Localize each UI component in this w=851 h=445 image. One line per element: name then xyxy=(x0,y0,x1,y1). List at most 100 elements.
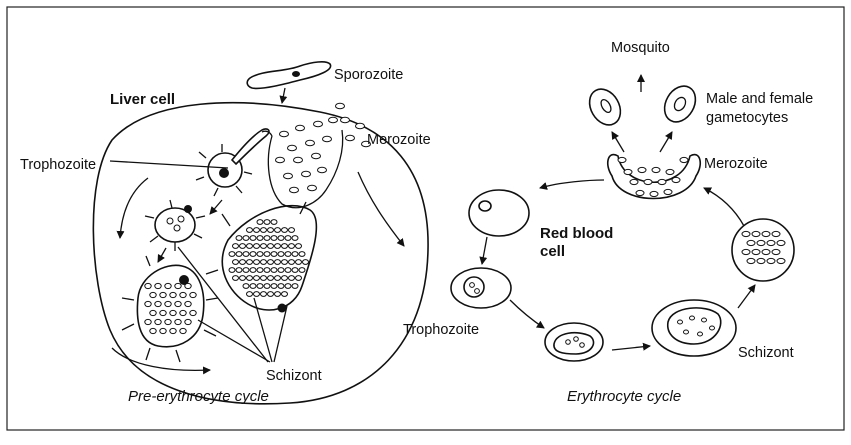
merozoite-dot xyxy=(150,310,156,315)
merozoite-dot xyxy=(282,228,288,233)
merozoite-dot xyxy=(275,228,281,233)
merozoite-dot xyxy=(257,220,263,225)
merozoite-dot xyxy=(229,252,235,257)
label-liver-cell: Liver cell xyxy=(110,91,175,108)
merozoite-dot xyxy=(346,135,355,141)
merozoite-dot xyxy=(278,252,284,257)
merozoite-dot xyxy=(160,310,166,315)
merozoite-dot xyxy=(271,220,277,225)
merozoite-dot xyxy=(264,236,270,241)
label-merozoite-blood: Merozoite xyxy=(704,156,768,172)
label-schizont-blood: Schizont xyxy=(738,345,794,361)
merozoite-dot xyxy=(742,231,750,236)
merozoite-dot xyxy=(276,157,285,163)
arrow-to-female-gametocyte xyxy=(660,132,672,152)
merozoite-dot xyxy=(257,252,263,257)
merozoite-dot xyxy=(240,276,246,281)
gametocyte-female xyxy=(658,81,701,128)
merozoite-dot xyxy=(257,236,263,241)
merozoite-dot xyxy=(618,157,626,162)
arrow-merozoite-to-rbc xyxy=(540,180,604,188)
rbc-mature-schizont xyxy=(732,219,794,281)
merozoite-dot xyxy=(261,244,267,249)
merozoite-dot xyxy=(278,236,284,241)
merozoite-dot xyxy=(268,228,274,233)
merozoite-dot xyxy=(185,301,191,306)
merozoite-dot xyxy=(145,283,151,288)
merozoite-dot xyxy=(285,268,291,273)
merozoite-dot xyxy=(757,258,765,263)
merozoite-dot xyxy=(292,236,298,241)
merozoite-dot xyxy=(777,258,785,263)
merozoite-dot xyxy=(666,169,674,174)
merozoite-dot xyxy=(306,140,315,146)
merozoite-dot xyxy=(268,244,274,249)
merozoite-dot xyxy=(165,319,171,324)
merozoite-dot xyxy=(285,236,291,241)
merozoite-dot xyxy=(280,131,289,137)
merozoite-dot xyxy=(275,276,281,281)
merozoite-dot xyxy=(155,283,161,288)
merozoite-dot xyxy=(288,145,297,151)
merozoite-dot xyxy=(250,236,256,241)
merozoite-dot xyxy=(312,153,321,159)
merozoite-dot xyxy=(278,284,284,289)
merozoite-dot xyxy=(624,169,632,174)
merozoite-dot xyxy=(190,292,196,297)
merozoite-dot xyxy=(690,316,695,320)
merozoite-dot xyxy=(257,268,263,273)
merozoite-dot xyxy=(175,283,181,288)
merozoite-dot xyxy=(243,236,249,241)
merozoite-dot xyxy=(175,301,181,306)
merozoite-dot xyxy=(254,244,260,249)
merozoite-dot xyxy=(772,231,780,236)
merozoite-dot xyxy=(250,252,256,257)
merozoite-dot xyxy=(240,244,246,249)
merozoite-dot xyxy=(282,292,288,297)
merozoite-dot xyxy=(243,284,249,289)
merozoite-dot xyxy=(644,179,652,184)
merozoite-dot xyxy=(762,231,770,236)
rbc-schizont xyxy=(652,300,736,356)
label-rbc-2: cell xyxy=(540,243,565,260)
merozoite-dot xyxy=(638,167,646,172)
sporozoite xyxy=(247,62,330,103)
merozoite-dot xyxy=(145,301,151,306)
merozoite-dot xyxy=(680,157,688,162)
merozoite-dot xyxy=(318,167,327,173)
rbc-growing-trophozoite xyxy=(545,323,603,361)
merozoite-dot xyxy=(261,276,267,281)
merozoite-dot xyxy=(289,276,295,281)
merozoite-dot xyxy=(190,310,196,315)
merozoite-dot xyxy=(772,249,780,254)
merozoite-dot xyxy=(271,284,277,289)
merozoite-dot xyxy=(285,284,291,289)
merozoite-dot xyxy=(271,236,277,241)
merozoite-dot xyxy=(257,284,263,289)
label-gametocytes-1: Male and female xyxy=(706,91,813,107)
label-trophozoite-blood: Trophozoite xyxy=(403,322,479,338)
merozoite-dot xyxy=(289,228,295,233)
merozoite-dot xyxy=(285,252,291,257)
merozoite-dot xyxy=(165,301,171,306)
merozoite-dot xyxy=(278,268,284,273)
merozoite-dot xyxy=(292,252,298,257)
merozoite-dot xyxy=(150,292,156,297)
merozoite-dot xyxy=(294,157,303,163)
merozoite-dot xyxy=(658,179,666,184)
merozoite-dot xyxy=(292,268,298,273)
merozoite-dot xyxy=(264,252,270,257)
merozoite-dot xyxy=(314,121,323,127)
merozoite-dot xyxy=(296,276,302,281)
merozoite-dot xyxy=(254,292,260,297)
merozoite-dot xyxy=(175,319,181,324)
merozoite-dot xyxy=(271,268,277,273)
merozoite-dot xyxy=(250,268,256,273)
merozoite-dot xyxy=(145,319,151,324)
merozoite-dot xyxy=(742,249,750,254)
merozoite-dot xyxy=(296,260,302,265)
label-gametocytes-2: gametocytes xyxy=(706,110,788,126)
merozoite-dot xyxy=(767,258,775,263)
merozoite-dot xyxy=(180,328,186,333)
merozoite-dot xyxy=(268,292,274,297)
